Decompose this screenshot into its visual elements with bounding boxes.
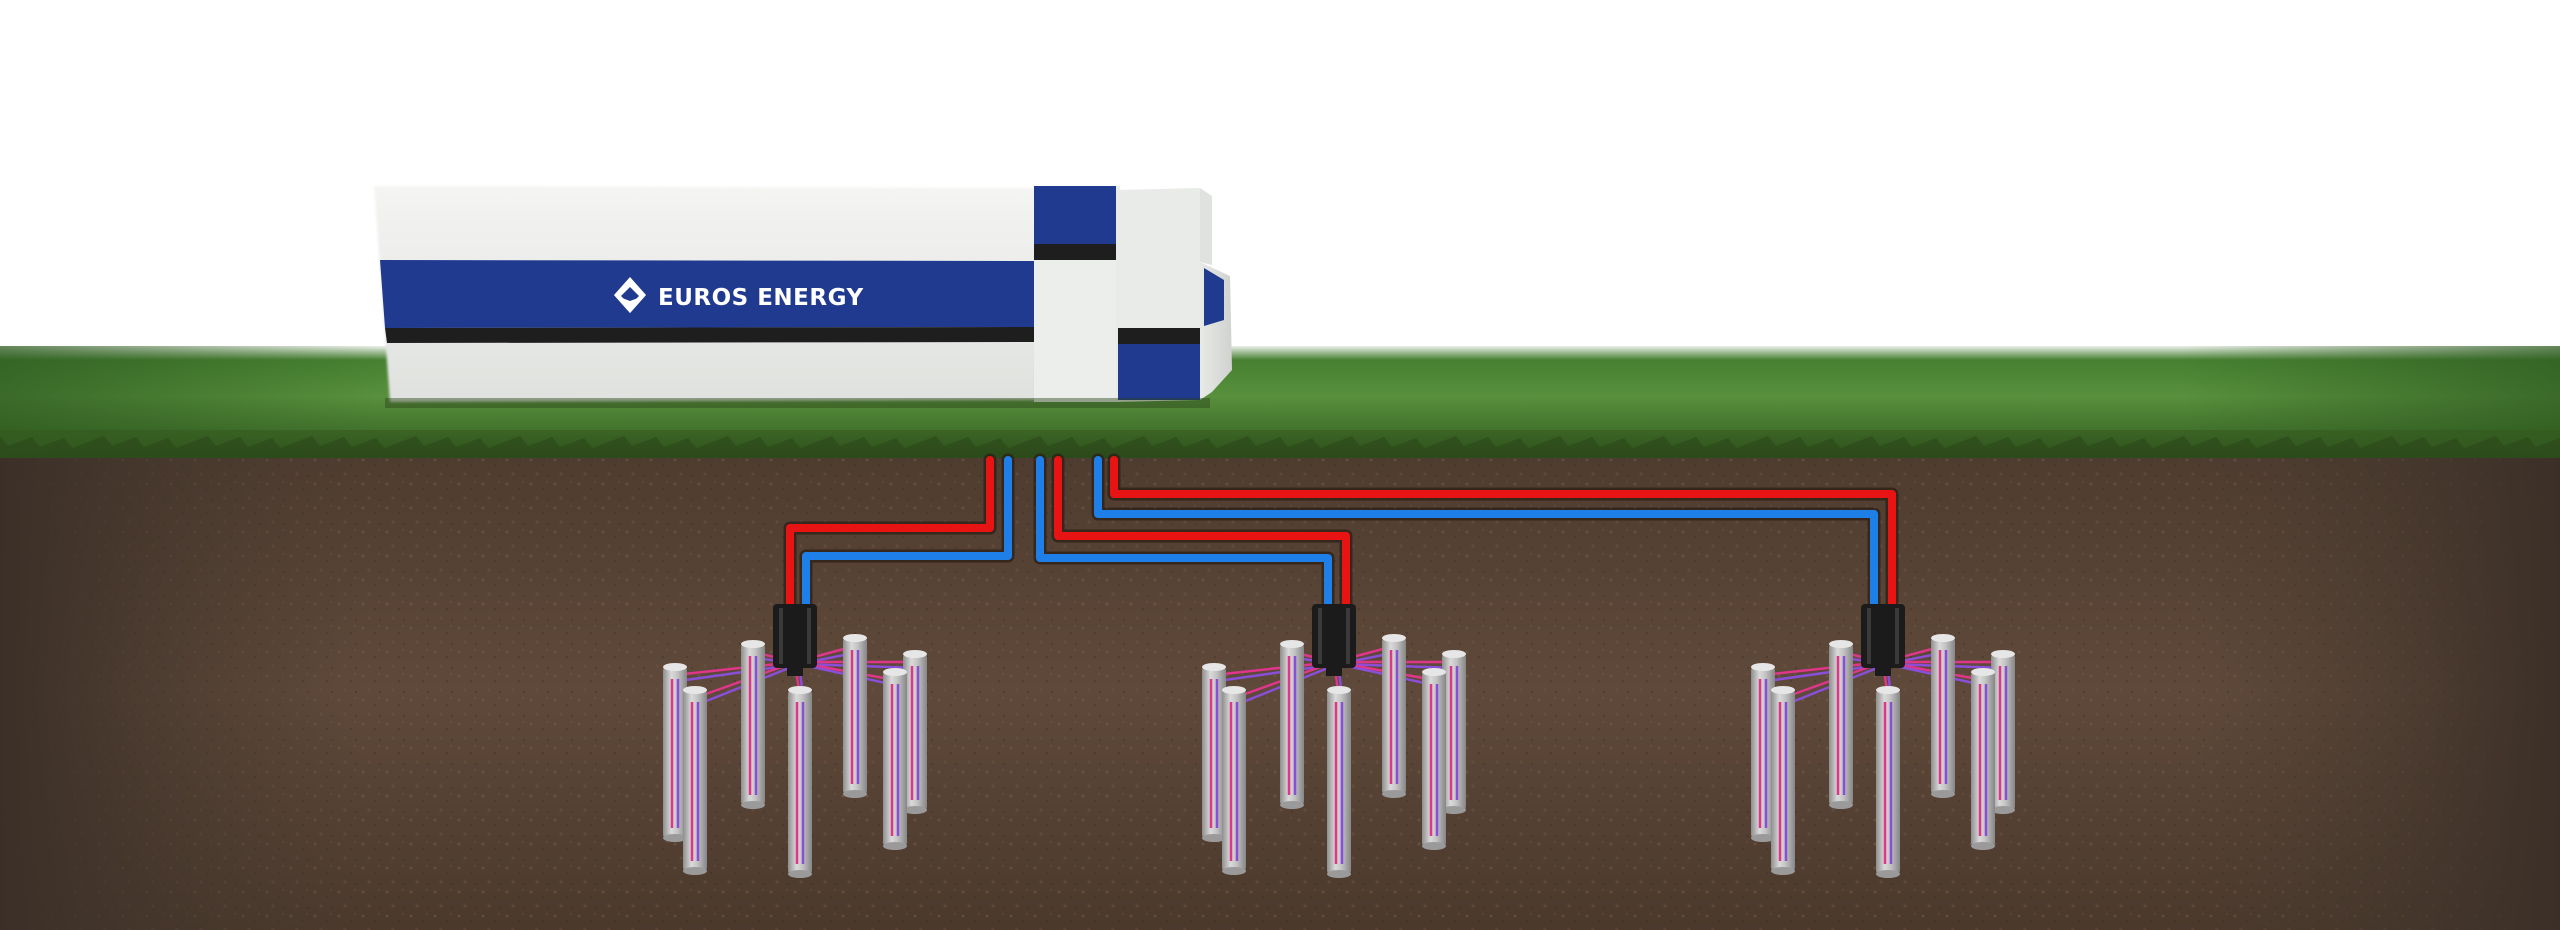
ground-probe xyxy=(1422,668,1446,850)
ground-probe xyxy=(683,686,707,875)
ground-probe xyxy=(1280,640,1304,809)
probe-field-right xyxy=(1751,604,2015,878)
grass-layer xyxy=(0,346,2560,458)
ground-probe xyxy=(663,663,687,842)
ground-probe xyxy=(788,686,812,878)
ground-probe xyxy=(1382,634,1406,798)
hot-pipe-left xyxy=(783,453,997,619)
cold-pipe-right xyxy=(1091,453,1881,619)
ground-probe xyxy=(883,668,907,850)
ground-probe xyxy=(1327,686,1351,878)
probe-field-left xyxy=(663,604,927,878)
grass-fringe xyxy=(0,430,2560,458)
ground-probe xyxy=(1771,686,1795,875)
ground-probe xyxy=(741,640,765,809)
euros-energy-logo-icon xyxy=(614,277,646,313)
cold-pipe-left xyxy=(799,453,1015,619)
hot-pipe-right xyxy=(1107,453,1899,619)
distribution-manifold xyxy=(1312,604,1356,676)
ground-probe xyxy=(1991,650,2015,814)
ground-probe xyxy=(903,650,927,814)
ground-probe xyxy=(1829,640,1853,809)
energy-building: EUROS ENERGY xyxy=(374,186,1232,408)
ground-probe xyxy=(1876,686,1900,878)
ground-probe xyxy=(843,634,867,798)
ground-probe xyxy=(1751,663,1775,842)
hot-pipe-middle xyxy=(1051,453,1353,619)
distribution-manifold xyxy=(1861,604,1905,676)
distribution-manifold xyxy=(773,604,817,676)
borehole-fields xyxy=(663,604,2015,878)
ground-probe xyxy=(1222,686,1246,875)
probe-field-middle xyxy=(1202,604,1466,878)
ground-probe xyxy=(1202,663,1226,842)
ground-probe xyxy=(1971,668,1995,850)
cold-pipe-middle xyxy=(1033,453,1335,619)
ground-probe xyxy=(1442,650,1466,814)
brand-name: EUROS ENERGY xyxy=(658,285,864,311)
ground-loop-pipes xyxy=(783,453,1899,619)
ground-probe xyxy=(1931,634,1955,798)
